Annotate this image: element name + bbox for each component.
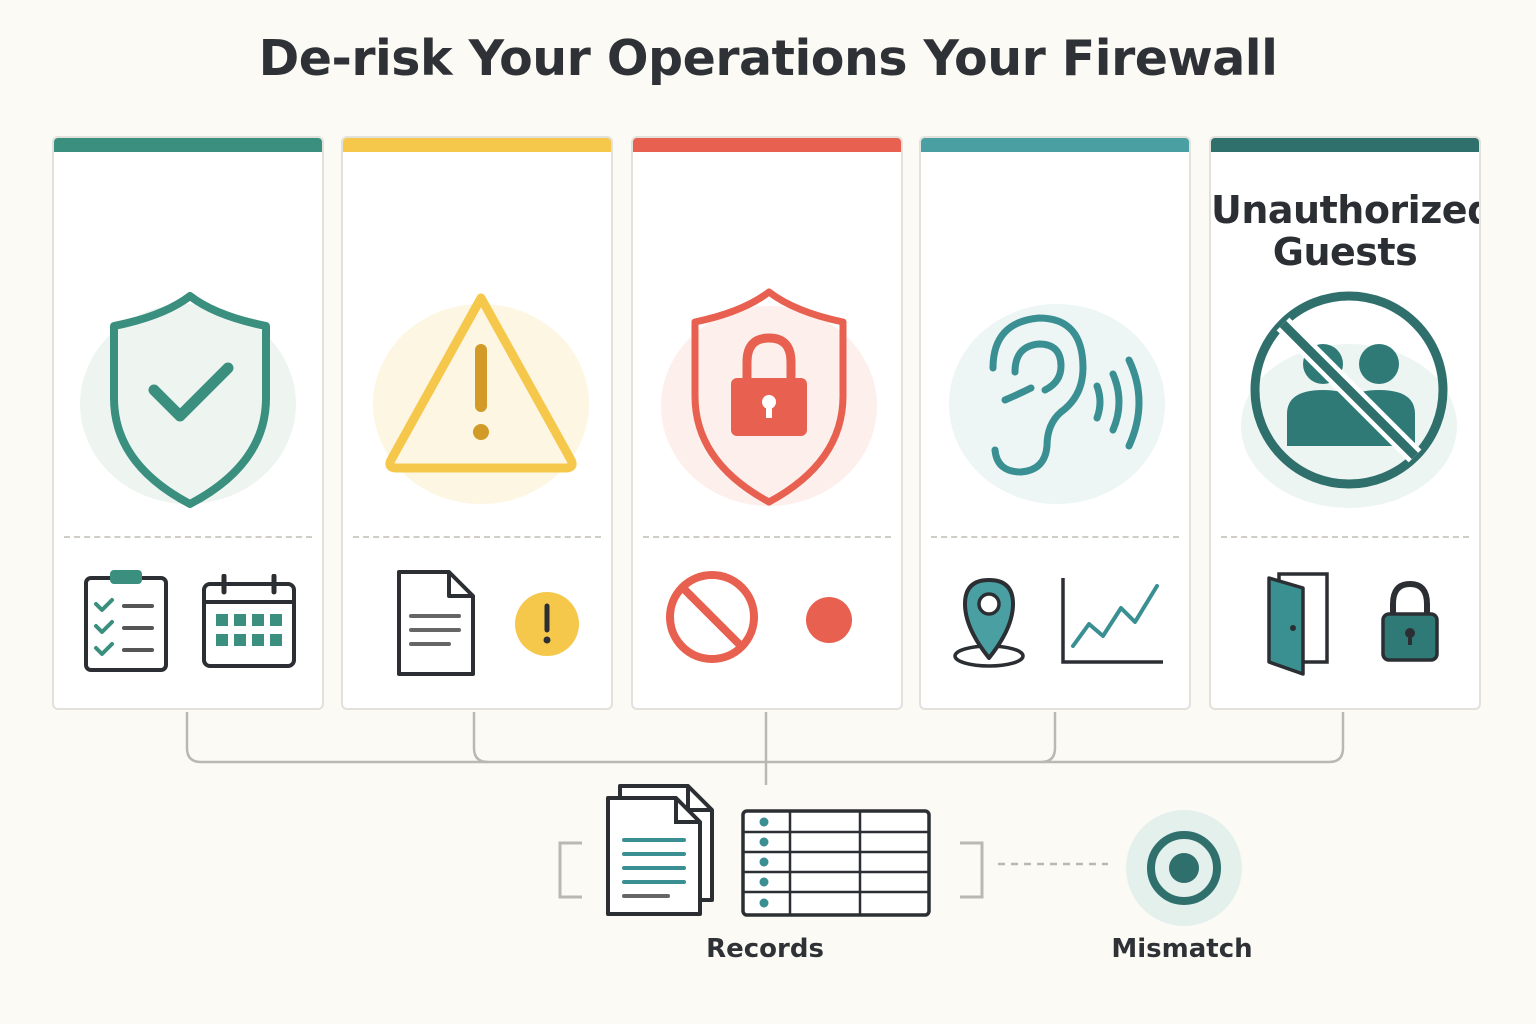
target-circle-icon [1126,810,1242,926]
padlock-icon [1381,580,1439,662]
shield-lock-icon [661,288,877,506]
prohibited-icon [666,571,758,663]
records-bracket-right [960,841,984,899]
card-green[interactable]: Green [52,136,324,710]
page-title: De-risk Your Operations Your Firewall [258,30,1278,87]
table-list-icon [741,809,931,917]
card-unauthorized-guests-label-line1: Unauthorized [1211,188,1481,232]
no-people-icon [1241,291,1457,508]
ear-sound-icon [949,304,1165,504]
document-icon [397,570,475,676]
clipboard-checklist-icon [84,570,168,672]
card-unauthorized-guests[interactable]: Unauthorized Guests [1209,136,1481,710]
card-red-divider [643,536,891,538]
door-icon [1267,572,1329,676]
records-label: Records [706,934,824,964]
mismatch-dashed-link [998,862,1108,866]
red-dot-icon [806,597,852,643]
card-yellow-divider [353,536,601,538]
card-red[interactable]: Red [631,136,903,710]
card-green-divider [64,536,312,538]
documents-stack-icon [606,784,714,916]
card-yellow-topbar [343,138,611,152]
alert-circle-icon [515,592,579,656]
warning-triangle-icon [373,293,589,504]
line-chart-icon [1061,578,1163,664]
card-noise-divider [931,536,1179,538]
card-unauthorized-guests-topbar [1211,138,1479,152]
card-noise-topbar [921,138,1189,152]
mismatch-label: Mismatch [1111,934,1253,964]
card-yellow[interactable]: Yellow [341,136,613,710]
card-red-topbar [633,138,901,152]
calendar-icon [202,574,296,668]
card-green-topbar [54,138,322,152]
card-unauthorized-guests-label-line2: Guests [1272,230,1418,274]
location-pin-icon [953,578,1025,668]
card-unauthorized-guests-divider [1221,536,1469,538]
records-bracket-left [558,841,582,899]
card-noise[interactable]: Noise [919,136,1191,710]
shield-check-icon [80,292,296,508]
